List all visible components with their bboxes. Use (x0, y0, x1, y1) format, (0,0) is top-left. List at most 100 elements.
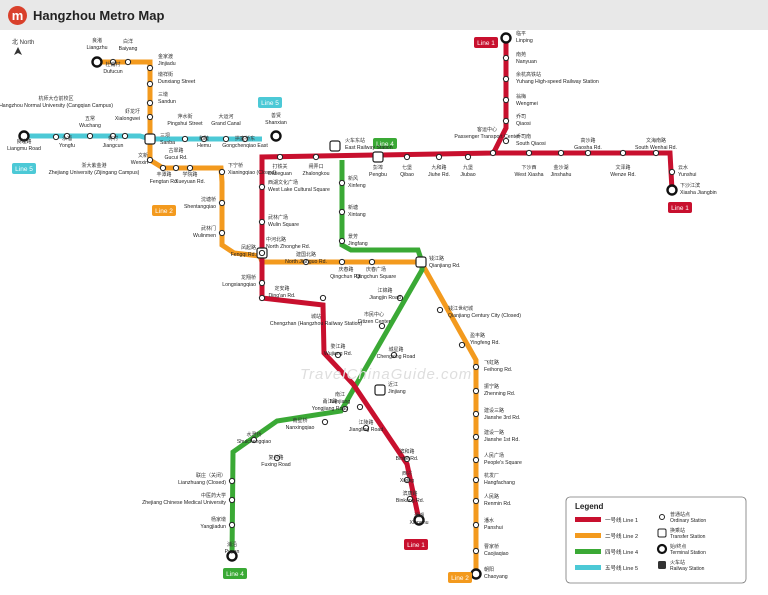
station-marker-xiasha-jiangbin[interactable] (666, 184, 678, 196)
station-marker-wenxin[interactable] (146, 156, 154, 164)
station-marker-gaosha-rd[interactable] (584, 149, 592, 157)
station-marker-shanxian[interactable] (270, 130, 282, 142)
station-marker-qingchun-rd[interactable] (338, 258, 346, 266)
station-marker-datieguan[interactable] (276, 153, 284, 161)
station-marker-qianjiang-rd[interactable] (415, 256, 427, 268)
station-marker-jingfang[interactable] (338, 237, 346, 245)
station-marker-hangzhou-normal-university-cangqian-campus[interactable] (52, 133, 60, 141)
station-marker-yangjiadun[interactable] (228, 521, 236, 529)
station-marker-xinfeng[interactable] (338, 179, 346, 187)
station-marker-linping[interactable] (500, 32, 512, 44)
station-marker-jiuhe-rd[interactable] (435, 153, 443, 161)
station-marker-citizen-center[interactable] (378, 322, 386, 330)
station-marker-wulinmen[interactable] (218, 229, 226, 237)
station-marker-pingshui-street[interactable] (181, 135, 189, 143)
station-marker-jinjiang[interactable] (374, 384, 386, 396)
station-marker-qianjiang-century-city-closed[interactable] (436, 306, 444, 314)
station-marker-dufucun[interactable] (109, 58, 117, 66)
station-marker-zhejiang-chinese-medical-university[interactable] (228, 496, 236, 504)
station-marker-jinshahu[interactable] (557, 149, 565, 157)
station-marker-south-qiaosi[interactable] (502, 137, 510, 145)
legend-symbol-1 (657, 528, 667, 538)
station-marker-xixing[interactable] (403, 476, 411, 484)
legend-symbol-cn: 换乘站 (670, 527, 685, 534)
station-marker-longxiangqiao[interactable] (258, 279, 266, 287)
station-marker-shentangqiao[interactable] (218, 199, 226, 207)
station-marker-north-zhonghe-rd[interactable] (258, 249, 266, 257)
station-marker-xianghu[interactable] (413, 514, 425, 526)
station-marker-chengzhan-hangzhou-railway-station[interactable] (319, 294, 327, 302)
station-marker-jiangling-road[interactable] (362, 424, 370, 432)
station-marker-wenze-rd[interactable] (619, 149, 627, 157)
station-marker-wuchang[interactable] (86, 132, 94, 140)
station-marker-west-xiasha[interactable] (525, 149, 533, 157)
station-marker-wulin-square[interactable] (258, 218, 266, 226)
station-marker-grand-canal[interactable] (222, 135, 230, 143)
station-marker-wengmei[interactable] (502, 96, 510, 104)
station-name-en-fengqi-rd: Fengqi Rd. (231, 252, 256, 258)
station-marker-yongjiang-road[interactable] (341, 405, 349, 413)
station-name-cn-chengxing-road: 城星路 (388, 346, 403, 353)
station-marker-jianshe-3rd-rd[interactable] (472, 410, 480, 418)
station-marker-feihong-rd[interactable] (472, 363, 480, 371)
station-name-en-jinshahu: Jinshahu (551, 172, 572, 178)
station-marker-panshui[interactable] (472, 521, 480, 529)
station-marker-qingchun-square[interactable] (368, 258, 376, 266)
station-marker-xialongwei[interactable] (146, 113, 154, 121)
station-marker-qiaosi[interactable] (502, 117, 510, 125)
station-marker-yingfeng-rd[interactable] (458, 341, 466, 349)
station-marker-east-railway-station[interactable] (329, 140, 341, 152)
station-marker-passenger-transport-center[interactable] (489, 149, 497, 157)
station-marker-binkang-rd[interactable] (406, 495, 414, 503)
station-marker-xueyuan-rd[interactable] (186, 164, 194, 172)
station-marker-south-wenhai-rd[interactable] (652, 149, 660, 157)
station-marker-pengbu[interactable] (372, 151, 384, 163)
station-marker-fengtan-rd[interactable] (159, 164, 167, 172)
station-marker-renmin-rd[interactable] (472, 497, 480, 505)
station-marker-yongfu[interactable] (63, 132, 71, 140)
station-marker-puyan[interactable] (226, 550, 238, 562)
station-marker-baiyang[interactable] (124, 58, 132, 66)
station-marker-shuichengqiao[interactable] (250, 436, 258, 444)
station-marker-liangmu-road[interactable] (18, 130, 30, 142)
station-marker-yuhang-high-speed-railway-station[interactable] (502, 75, 510, 83)
station-marker-qibao[interactable] (403, 153, 411, 161)
station-marker-binhe-rd[interactable] (403, 455, 411, 463)
station-marker-fuxing-road[interactable] (273, 454, 281, 462)
station-marker-jiangcun[interactable] (109, 132, 117, 140)
station-marker-caojiaqiao[interactable] (472, 547, 480, 555)
station-marker-nanyuan[interactable] (502, 54, 510, 62)
station-marker-jiubao[interactable] (464, 153, 472, 161)
station-marker-chaoyang[interactable] (470, 568, 482, 580)
station-marker-sandun[interactable] (146, 99, 154, 107)
station-marker-nanjiang[interactable] (356, 403, 364, 411)
station-marker-jiangjin-road[interactable] (396, 294, 404, 302)
station-marker-wujiang-rd[interactable] (334, 351, 342, 359)
station-marker-gucui-rd[interactable] (172, 164, 180, 172)
station-marker-xintang[interactable] (338, 208, 346, 216)
station-marker-hemu[interactable] (200, 135, 208, 143)
station-marker-sanba[interactable] (144, 133, 156, 145)
station-marker-north-jianguo-rd[interactable] (302, 258, 310, 266)
legend-item-label: 五号线 Line 5 (605, 564, 638, 572)
station-marker-west-lake-cultural-square[interactable] (258, 183, 266, 191)
station-marker-gongchenqiao-east[interactable] (241, 135, 249, 143)
station-marker-zhejiang-university-zijingang-campus[interactable] (121, 132, 129, 140)
station-marker-nanxingqiao[interactable] (321, 418, 329, 426)
station-name-en-qingchun-square: Qingchun Square (356, 274, 396, 280)
station-name-en-jiangjin-road: Jiangjin Road (369, 295, 401, 301)
station-marker-yunshui[interactable] (668, 168, 676, 176)
station-marker-hangfachang[interactable] (472, 476, 480, 484)
station-marker-people-s-square[interactable] (472, 456, 480, 464)
station-marker-chengxing-road[interactable] (390, 351, 398, 359)
station-marker-zhalongkou[interactable] (312, 153, 320, 161)
station-name-en-pingshui-street: Pingshui Street (167, 121, 203, 127)
station-marker-xianingqiao-closed[interactable] (218, 168, 226, 176)
station-marker-jinjiadu[interactable] (146, 64, 154, 72)
station-marker-jianshe-1st-rd[interactable] (472, 433, 480, 441)
station-marker-ding-an-rd[interactable] (258, 294, 266, 302)
station-marker-dunxiang-street[interactable] (146, 80, 154, 88)
station-marker-liangzhu[interactable] (91, 56, 103, 68)
station-marker-zhenning-rd[interactable] (472, 387, 480, 395)
station-marker-lianzhuang-closed[interactable] (228, 477, 236, 485)
